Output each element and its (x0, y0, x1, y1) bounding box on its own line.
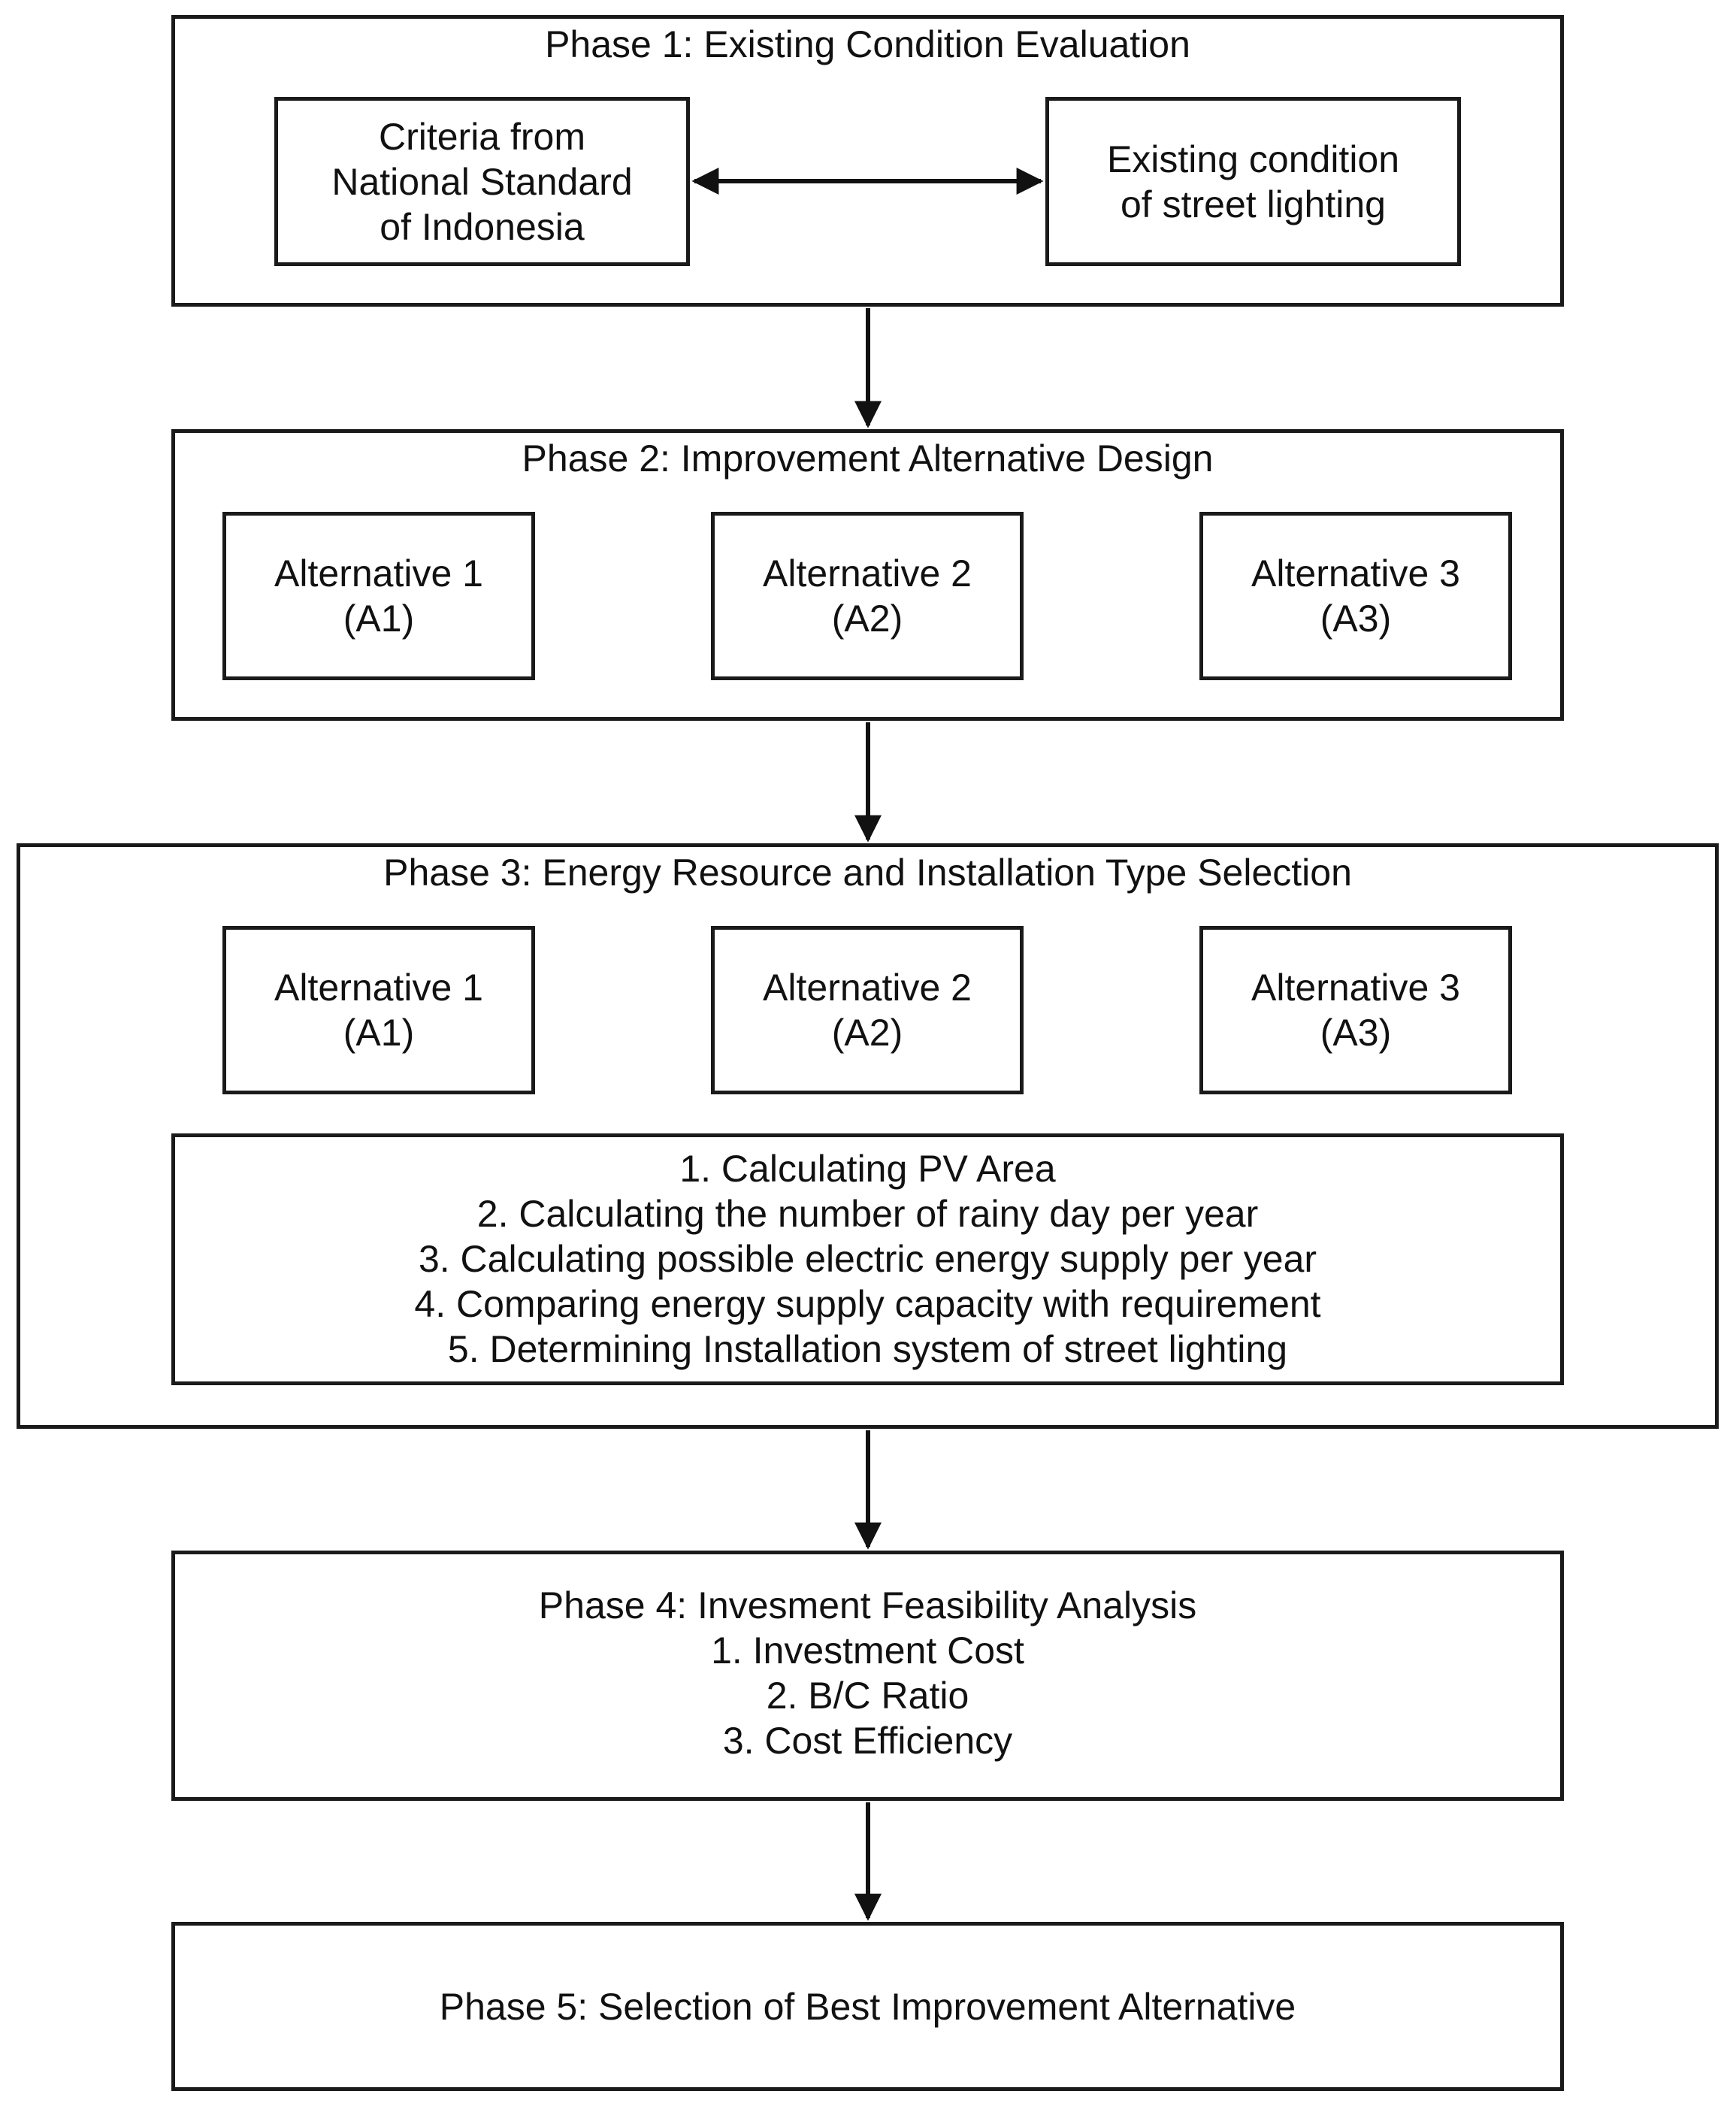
phase3-step: 4. Comparing energy supply capacity with… (414, 1283, 1321, 1325)
phase3-title: Phase 3: Energy Resource and Installatio… (383, 852, 1352, 894)
phase4-item: 3. Cost Efficiency (722, 1720, 1013, 1762)
phase2-title: Phase 2: Improvement Alternative Design (522, 437, 1214, 480)
phase2-alternative-2: Alternative 2 (A2) (711, 512, 1024, 680)
phase3-steps-box: 1. Calculating PV Area 2. Calculating th… (171, 1133, 1564, 1385)
phase2-alternative-3: Alternative 3 (A3) (1199, 512, 1512, 680)
existing-condition-box: Existing condition of street lighting (1045, 97, 1461, 266)
phase3-steps-list: 1. Calculating PV Area 2. Calculating th… (175, 1146, 1560, 1372)
phase3-step: 3. Calculating possible electric energy … (418, 1238, 1317, 1280)
criteria-box: Criteria from National Standard of Indon… (274, 97, 690, 266)
phase4-item: 2. B/C Ratio (766, 1675, 969, 1717)
phase4-content: Phase 4: Invesment Feasibility Analysis … (175, 1583, 1560, 1763)
phase4-box: Phase 4: Invesment Feasibility Analysis … (171, 1551, 1564, 1801)
phase3-step: 2. Calculating the number of rainy day p… (476, 1193, 1259, 1235)
phase1-title: Phase 1: Existing Condition Evaluation (545, 23, 1190, 65)
phase5-box: Phase 5: Selection of Best Improvement A… (171, 1922, 1564, 2091)
phase2-alternative-1: Alternative 1 (A1) (222, 512, 535, 680)
phase3-alternative-3: Alternative 3 (A3) (1199, 926, 1512, 1094)
phase3-alternative-1: Alternative 1 (A1) (222, 926, 535, 1094)
phase5-title: Phase 5: Selection of Best Improvement A… (439, 1985, 1296, 2028)
phase3-step: 1. Calculating PV Area (679, 1148, 1056, 1190)
phase4-title: Phase 4: Invesment Feasibility Analysis (538, 1584, 1197, 1626)
phase4-item: 1. Investment Cost (711, 1629, 1024, 1672)
phase3-alternative-2: Alternative 2 (A2) (711, 926, 1024, 1094)
phase3-step: 5. Determining Installation system of st… (447, 1328, 1288, 1370)
